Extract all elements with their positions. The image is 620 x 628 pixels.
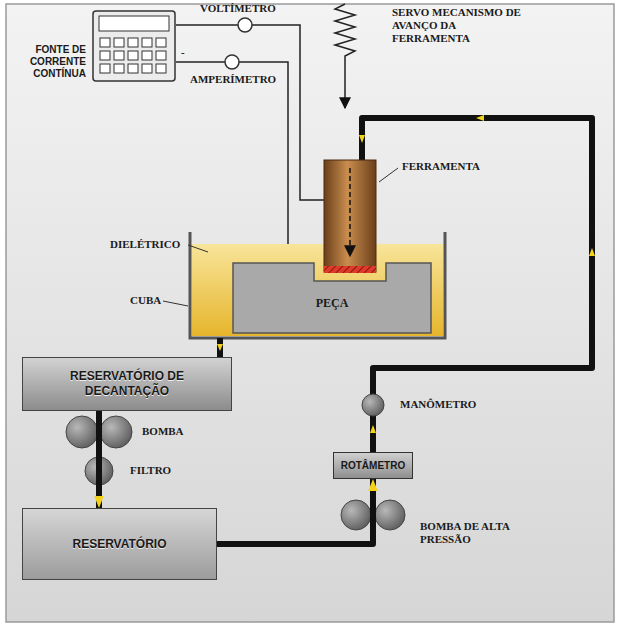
pump-symbol (66, 416, 405, 530)
leader-line (163, 301, 188, 306)
node-text: ROTÂMETRO (341, 459, 405, 472)
keypad-key (156, 38, 166, 47)
pipe-connector (96, 411, 102, 508)
servo-spring (335, 4, 355, 108)
keypad-key (142, 38, 152, 47)
tank (190, 232, 445, 338)
keypad-key (142, 51, 152, 60)
power-supply-body (93, 11, 175, 81)
background-panel (6, 4, 614, 622)
background-panel (6, 4, 614, 622)
node-text: FONTE DE CORRENTE CONTÍNUA (10, 44, 86, 80)
pump-symbol (66, 416, 98, 448)
polarity-sign: - (181, 46, 185, 59)
keypad-key (100, 64, 110, 73)
flow-arrow (370, 425, 376, 433)
part-label: MANÔMETRO (400, 398, 476, 411)
tool-electrode (324, 160, 376, 273)
settling-tank-box: RESERVATÓRIO DE DECANTAÇÃO (22, 357, 232, 411)
part-label: CUBA (130, 294, 161, 307)
rotameter-box: ROTÂMETRO (333, 452, 413, 479)
flow-arrow (589, 248, 595, 256)
tank (190, 232, 445, 338)
flow-arrow (476, 115, 484, 121)
workpiece-shape (233, 263, 431, 333)
part-label: BOMBA DE ALTA PRESSÃO (420, 520, 530, 546)
flow-arrow (217, 115, 595, 433)
pipe (220, 118, 592, 452)
keypad-key (128, 38, 138, 47)
electric-wire (176, 25, 324, 200)
meter-symbol (225, 55, 239, 69)
display-window (99, 16, 169, 31)
keypad-key (114, 38, 124, 47)
servo-spring (335, 4, 355, 108)
electric-wire (176, 62, 288, 262)
part-label: BOMBA (142, 425, 184, 438)
keypad-key (142, 64, 152, 73)
keypad-key (128, 51, 138, 60)
node-text: RESERVATÓRIO (72, 537, 166, 552)
keypad-key (114, 51, 124, 60)
workpiece: PEÇA (232, 262, 432, 334)
tool-electrode (324, 160, 376, 272)
keypad-key (128, 64, 138, 73)
power-supply: FONTE DE CORRENTE CONTÍNUA (92, 10, 176, 82)
meter-symbol (238, 18, 252, 32)
pipe-connector (217, 479, 373, 544)
tool-electrode (349, 168, 351, 256)
flow-arrow (359, 135, 365, 143)
keypad-key (100, 51, 110, 60)
keypad-key (114, 64, 124, 73)
servo-label: SERVO MECANISMO DE AVANÇO DA FERRAMENTA (392, 6, 524, 45)
manometer-symbol (362, 394, 384, 416)
power-supply-body (92, 10, 176, 82)
pump-symbol (375, 500, 405, 530)
part-label: DIELÉTRICO (110, 238, 180, 251)
leader-line (188, 245, 208, 252)
tank (192, 244, 443, 336)
node-text: PEÇA (232, 296, 432, 311)
leader-line (379, 168, 398, 182)
pipe (362, 118, 592, 452)
keypad-key (156, 64, 166, 73)
meter-symbol (225, 18, 252, 69)
keypad-key (156, 51, 166, 60)
pump-symbol (341, 500, 371, 530)
meter-label: AMPERÍMETRO (190, 73, 276, 86)
electric-wire (176, 25, 324, 262)
workpiece-shape (232, 262, 432, 334)
pump-symbol (100, 416, 132, 448)
meter-label: VOLTÍMETRO (200, 2, 276, 15)
reservoir-box: RESERVATÓRIO (22, 508, 217, 580)
flow-arrow (217, 344, 223, 351)
pipe (217, 338, 223, 357)
node-text: RESERVATÓRIO DE DECANTAÇÃO (57, 369, 197, 399)
manometer-symbol (362, 394, 384, 416)
part-label: FERRAMENTA (402, 160, 480, 173)
keypad-key (100, 38, 110, 47)
part-label: FILTRO (130, 464, 171, 477)
tool-electrode (324, 266, 376, 273)
